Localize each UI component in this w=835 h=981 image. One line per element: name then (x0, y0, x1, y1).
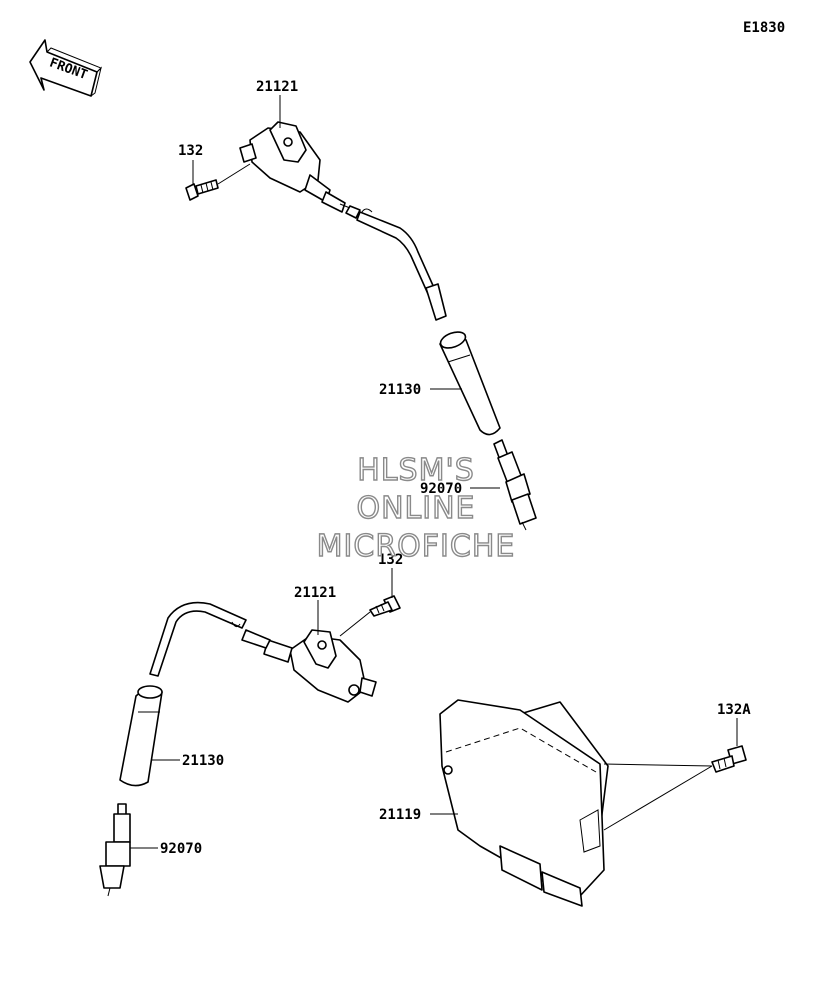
spark-plug-lower (99, 803, 131, 897)
callout-bolt-ecu: 132A (717, 702, 751, 718)
watermark-line-1: HLSM'S (357, 453, 475, 488)
spark-plug-upper (493, 439, 537, 531)
bolt-132-lower (369, 595, 401, 617)
callout-coil-lower: 21121 (294, 585, 336, 601)
ignition-coil-upper (239, 121, 361, 219)
watermark: HLSM'S ONLINE MICROFICHE (316, 452, 516, 564)
leader-lines (130, 95, 738, 849)
ht-lead-upper (356, 208, 447, 321)
callout-plug-lower: 92070 (160, 841, 202, 857)
ht-lead-lower (149, 601, 247, 677)
callout-ecu: 21119 (379, 807, 421, 823)
ecu-unit (439, 699, 609, 907)
callout-coil-upper: 21121 (256, 79, 298, 95)
front-arrow-icon: FRONT (29, 39, 102, 97)
figure-code: E1830 (743, 20, 785, 36)
callout-cap-lower: 21130 (182, 753, 224, 769)
plug-cap-upper (439, 331, 501, 436)
callout-plug-upper: 92070 (420, 481, 462, 497)
callout-bolt-upper: 132 (178, 143, 203, 159)
watermark-line-3: MICROFICHE (317, 529, 516, 564)
watermark-line-2: ONLINE (356, 491, 475, 526)
callout-cap-upper: 21130 (379, 382, 421, 398)
ignition-coil-lower (241, 629, 377, 703)
bolt-132-upper (185, 179, 219, 201)
callout-bolt-lower: 132 (378, 552, 403, 568)
bolt-132a (711, 745, 747, 773)
plug-cap-lower (119, 685, 163, 787)
